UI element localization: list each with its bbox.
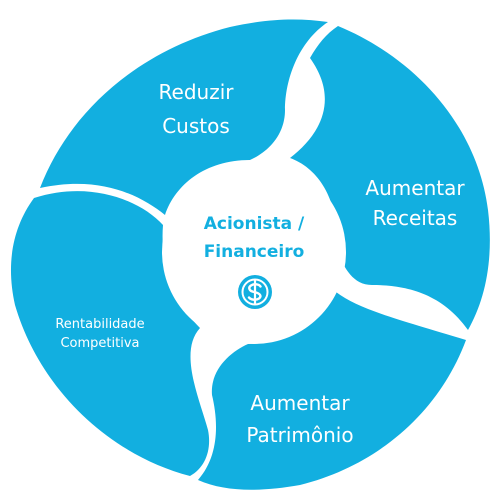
segment-bottom-petal — [198, 292, 466, 490]
segment-bottom-label-line1: Aumentar — [250, 391, 350, 415]
segment-top-label-line1: Reduzir — [159, 80, 235, 104]
dollar-coin-icon — [238, 275, 272, 309]
segment-right-label-line1: Aumentar — [365, 176, 465, 200]
segment-right-label-line2: Receitas — [373, 206, 458, 230]
segment-bottom-label-line2: Patrimônio — [246, 423, 353, 447]
segment-top-petal — [40, 19, 328, 215]
hub-title-line2: Financeiro — [204, 242, 305, 262]
segment-left-petal — [10, 191, 210, 476]
hub-circle — [162, 160, 346, 344]
segment-top-label-line2: Custos — [162, 114, 230, 138]
segment-left-label-line1: Rentabilidade — [55, 317, 144, 332]
hub-title-line1: Acionista / — [204, 214, 305, 234]
segment-left-label-line2: Competitiva — [60, 336, 139, 351]
